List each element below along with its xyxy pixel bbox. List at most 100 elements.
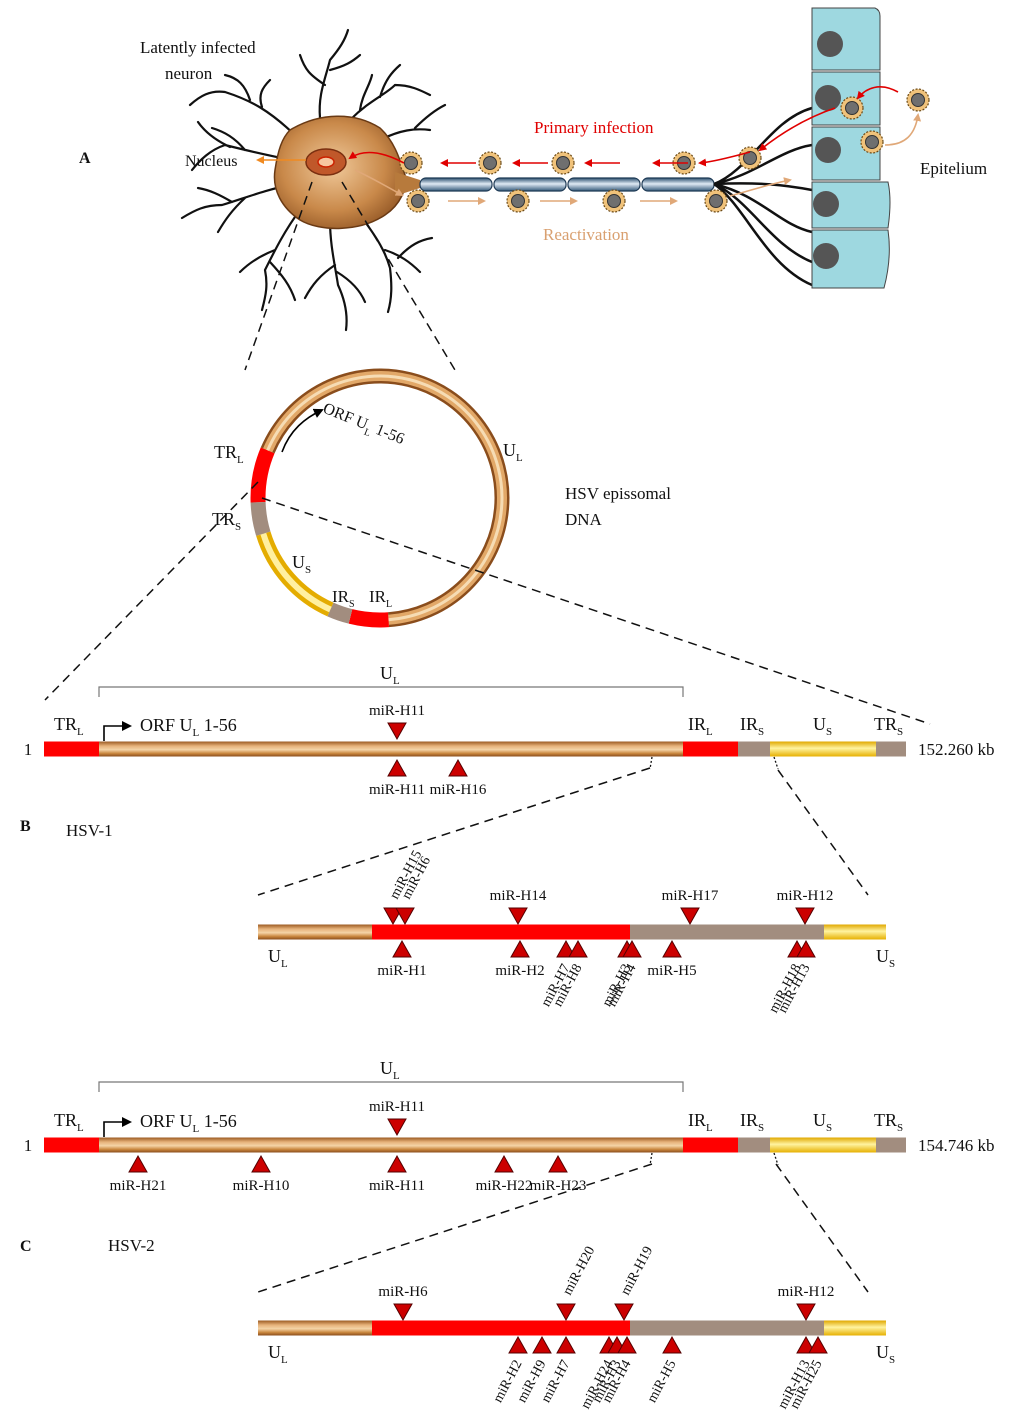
genome-label-orf: ORF UL 1-56	[140, 715, 237, 739]
axon-terminals	[713, 106, 813, 287]
zoom-segment-ul	[258, 1320, 372, 1336]
zoom-tick	[649, 756, 653, 770]
zoom-label-ul-main: U	[268, 1342, 281, 1362]
segment-trl	[44, 1137, 99, 1153]
circle-label-trl: TRL	[214, 442, 244, 466]
zoom-line-left	[244, 181, 313, 371]
genome-label-us-main: U	[813, 1110, 826, 1130]
genome-label-irl: IRL	[688, 1110, 713, 1134]
circle-label-us-main: U	[292, 552, 305, 572]
virion-icon	[704, 189, 728, 213]
zoom-segment-irs	[630, 924, 824, 940]
genome-label-orf-sub: L	[193, 727, 200, 739]
mirna-marker-bottom	[387, 1154, 407, 1173]
ul-bracket	[98, 1081, 684, 1092]
ul-bracket-label-main: U	[380, 1058, 393, 1078]
genome-label-orf-sub: L	[193, 1123, 200, 1135]
zoom-segment-irl	[372, 1320, 630, 1336]
ring-segment-ul	[260, 368, 510, 628]
zoom-mirna-marker-bottom	[662, 1335, 682, 1354]
episome-ring-icon	[317, 156, 335, 168]
mirna-marker-bottom	[387, 758, 407, 777]
ul-bracket	[98, 686, 684, 697]
zoom-segment-irs	[630, 1320, 824, 1336]
genome-label-trs-main: TR	[874, 714, 897, 734]
mirna-label-bottom: miR-H10	[233, 1178, 290, 1194]
genome-label-trl-main: TR	[54, 1110, 77, 1130]
zoom-mirna-marker-bottom	[392, 939, 412, 958]
circle-label-irs-main: IR	[332, 587, 350, 606]
mirna-label-bottom: miR-H11	[369, 782, 425, 798]
zoom-mirna-marker-bottom	[662, 939, 682, 958]
zoom-tick	[649, 1152, 653, 1166]
zoom-mirna-marker-top	[383, 907, 403, 926]
segment-irs	[738, 1137, 770, 1153]
panel-label-b: B	[20, 818, 31, 835]
genome-label-orf-tail: 1-56	[199, 1111, 237, 1131]
genome-label-trl: TRL	[54, 1110, 84, 1134]
mirna-label-bottom: miR-H23	[530, 1178, 587, 1194]
zoom-line-right	[341, 181, 456, 371]
genome-label-trs: TRS	[874, 714, 903, 738]
zoom-segment-us	[824, 1320, 886, 1336]
mirna-marker-bottom	[251, 1154, 271, 1173]
mirna-marker-top	[387, 722, 407, 741]
zoom-mirna-marker-bottom	[568, 939, 588, 958]
segment-us	[770, 741, 876, 757]
ring-segment-trs	[250, 501, 271, 536]
segment-irs	[738, 741, 770, 757]
circle-label-us: US	[292, 552, 311, 576]
ul-bracket-label-main: U	[380, 663, 393, 683]
genome-label-orf-tail: 1-56	[199, 715, 237, 735]
axon	[419, 177, 715, 192]
mirna-label-bottom: miR-H21	[110, 1178, 167, 1194]
circle-label-trl-main: TR	[214, 442, 237, 462]
zoom-mirna-marker-bottom	[622, 939, 642, 958]
mirna-marker-top	[387, 1118, 407, 1137]
panel-a: A Latently infected neuron Nucleus	[79, 7, 987, 371]
mirna-label-bottom: miR-H16	[430, 782, 487, 798]
genome-label-trs-sub: S	[897, 1122, 903, 1134]
circle-label-orf-tail: 1-56	[369, 420, 406, 448]
circle-label-ul: UL	[503, 440, 523, 464]
genome-label-irl: IRL	[688, 714, 713, 738]
zoom-label-ul-sub: L	[281, 1354, 288, 1366]
zoom-mirna-label-bottom: miR-H5	[647, 963, 696, 979]
genome-label-trl-sub: L	[77, 726, 84, 738]
zoom-mirna-marker-bottom	[808, 1335, 828, 1354]
genome-label-irs-sub: S	[758, 726, 764, 738]
genome-label-us-sub: S	[826, 1122, 832, 1134]
mirna-marker-bottom	[548, 1154, 568, 1173]
zoom-mirna-marker-top	[556, 1303, 576, 1322]
mirna-label-bottom: miR-H22	[476, 1178, 533, 1194]
ring-segment-irs	[327, 602, 353, 624]
zoom-mirna-marker-bottom	[796, 1335, 816, 1354]
zoom-label-ul: UL	[268, 946, 288, 970]
primary-infection-arrows	[348, 86, 899, 167]
genome-label-trs-sub: S	[897, 726, 903, 738]
virion-icon	[602, 189, 626, 213]
genome-label-us: US	[813, 1110, 832, 1134]
reactivation-label: Reactivation	[543, 225, 629, 244]
zoom-mirna-marker-bottom	[508, 1335, 528, 1354]
zoom-tick	[773, 756, 779, 770]
episome-caption-line1: HSV epissomal	[565, 484, 671, 503]
ul-bracket-label: UL	[380, 1058, 400, 1082]
zoom-label-us-sub: S	[889, 1354, 895, 1366]
virion-icon	[906, 88, 930, 112]
circle-label-ul-main: U	[503, 440, 516, 460]
dendrites	[180, 28, 447, 332]
genome-size-label: 152.260 kb	[918, 740, 995, 759]
zoom-segment-ul	[258, 924, 372, 940]
zoom-line	[777, 769, 869, 896]
zoom-line	[257, 1163, 653, 1293]
circle-label-orf: ORF UL 1-56	[319, 400, 407, 452]
circle-label-us-sub: S	[305, 564, 311, 576]
zoom-mirna-marker-top	[508, 907, 528, 926]
zoom-mirna-marker-top	[795, 907, 815, 926]
circle-label-irl: IRL	[369, 587, 392, 610]
zoom-segment-us	[824, 924, 886, 940]
segment-ul	[99, 1137, 683, 1153]
nucleus-label: Nucleus	[185, 153, 237, 170]
